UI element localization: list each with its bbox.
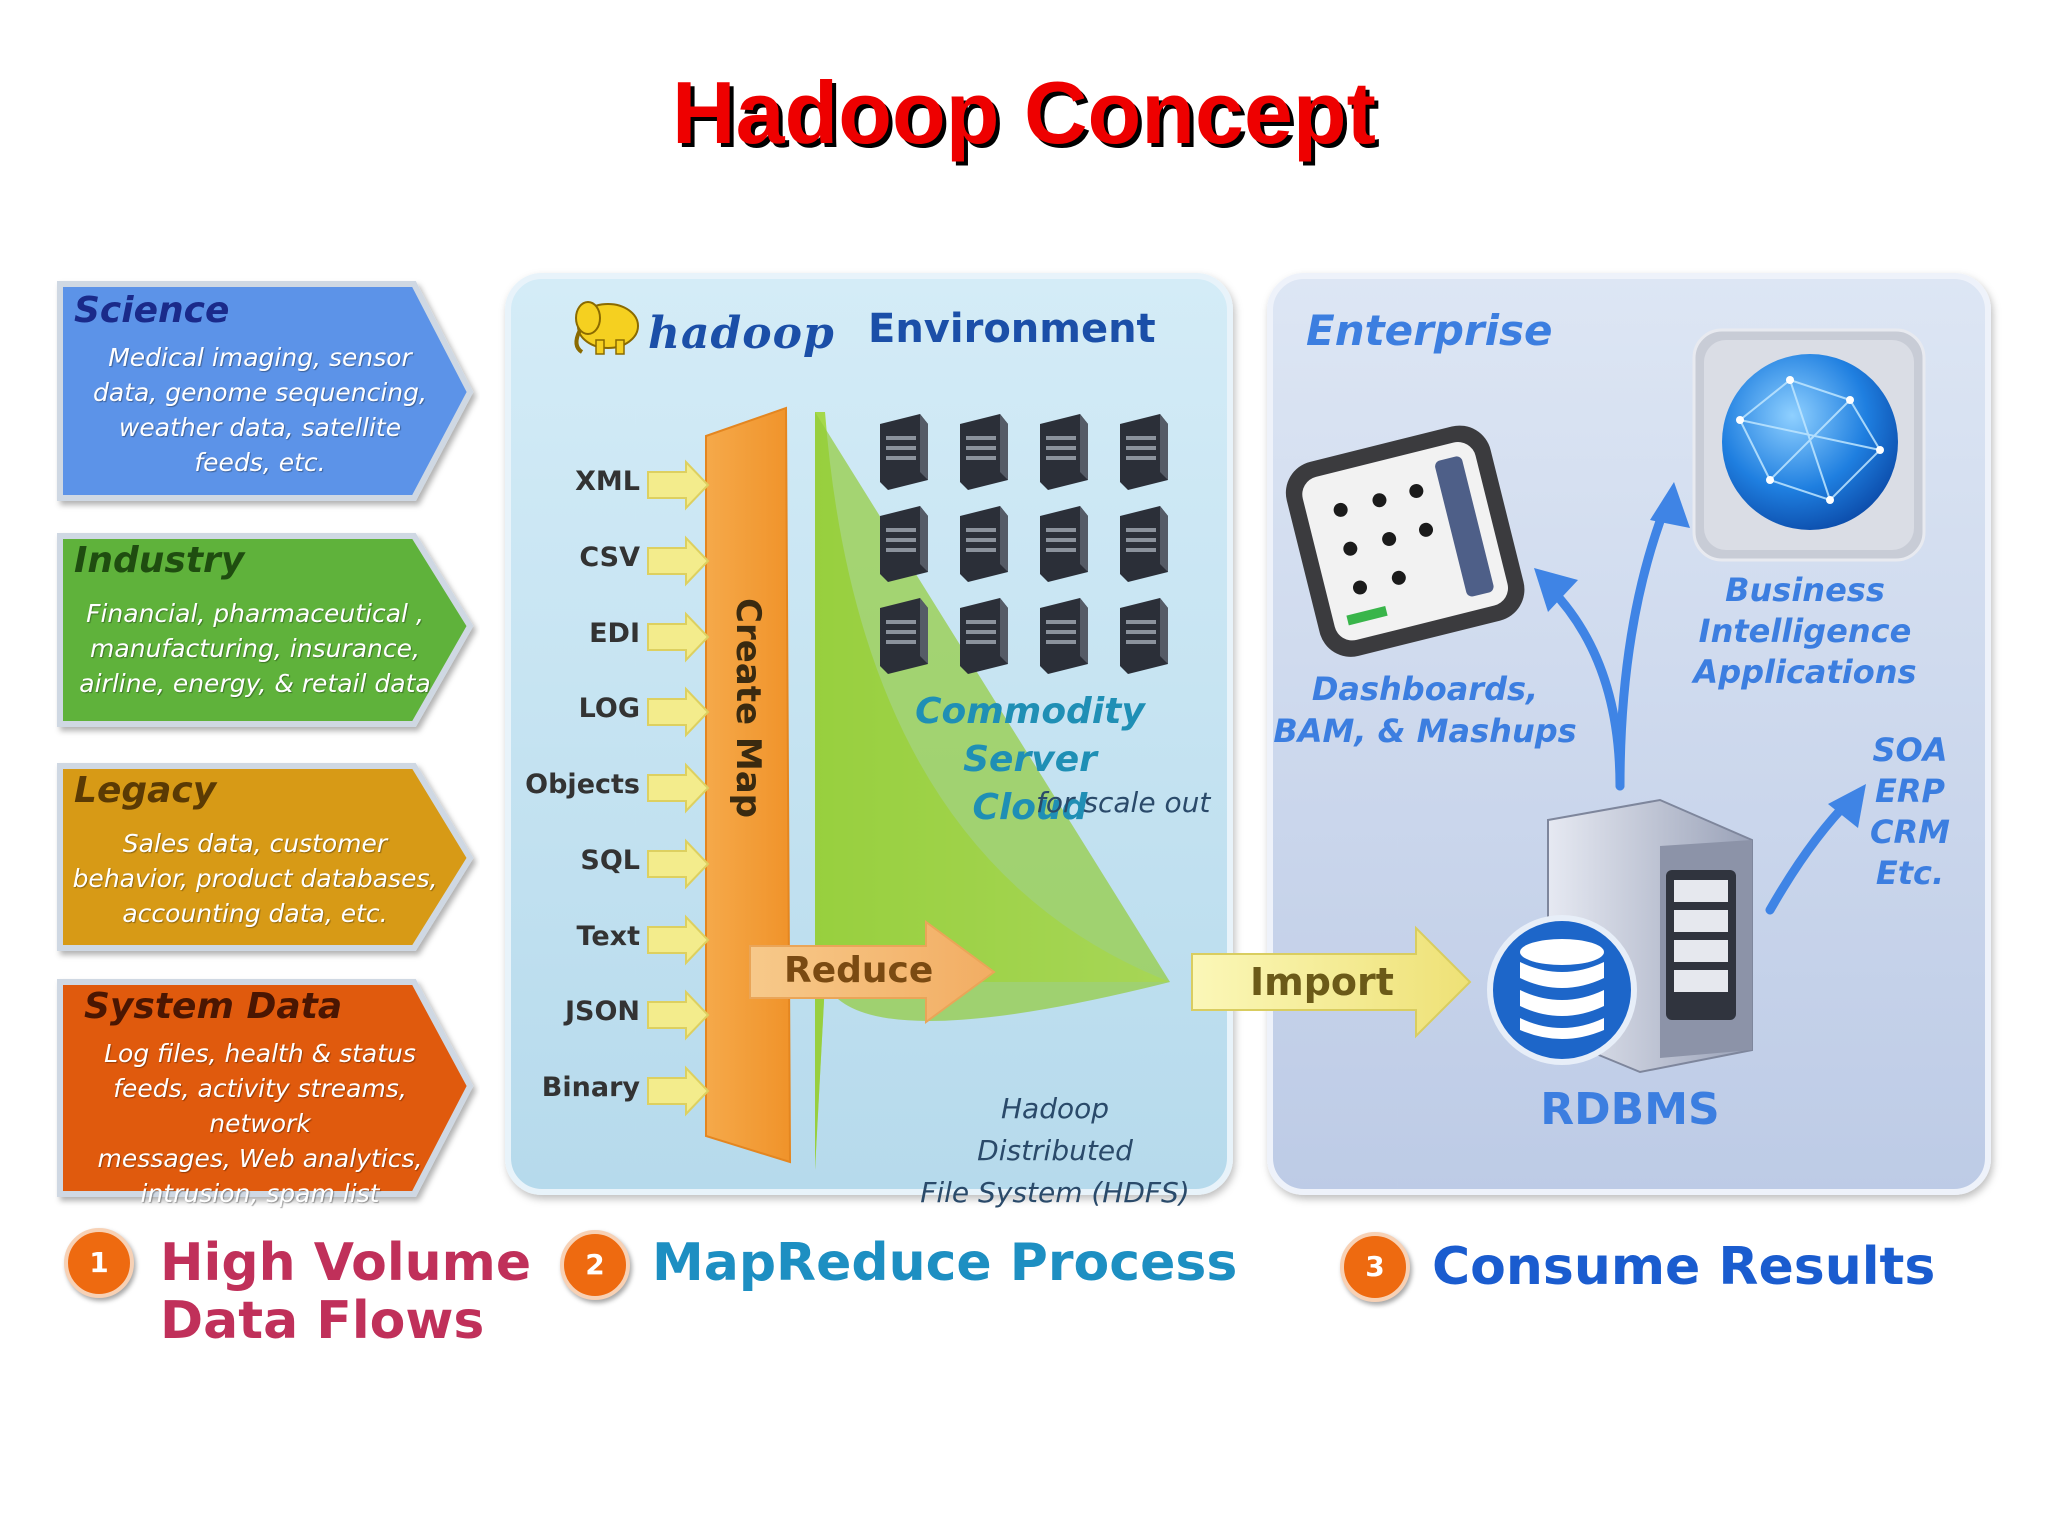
format-label-text: Text [576, 921, 640, 952]
format-label-csv: CSV [579, 542, 640, 573]
create-map-label: Create Map [728, 598, 768, 818]
format-label-sql: SQL [580, 845, 640, 876]
format-label-log: LOG [578, 693, 640, 724]
enterprise-title: Enterprise [1306, 306, 1553, 355]
step-1-badge: 1 [64, 1228, 134, 1298]
format-label-edi: EDI [589, 618, 640, 649]
format-label-binary: Binary [541, 1072, 640, 1103]
server-cluster-icons [880, 414, 1168, 674]
hadoop-elephant-icon [574, 301, 639, 355]
format-input-arrows [647, 459, 710, 1117]
step-3-label: Consume Results [1432, 1237, 1936, 1297]
import-arrow [1191, 925, 1472, 1039]
import-label: Import [1250, 960, 1394, 1004]
step-2-label: MapReduce Process [652, 1233, 1238, 1293]
science-heading: Science [74, 290, 230, 331]
format-label-objects: Objects [525, 769, 640, 800]
system-data-arrow [57, 979, 474, 1197]
reduce-arrow [749, 920, 996, 1024]
step-2-badge: 2 [560, 1230, 630, 1300]
industry-heading: Industry [74, 540, 245, 581]
step-3-badge: 3 [1340, 1232, 1410, 1302]
dashboard-icon [1285, 425, 1525, 657]
legacy-heading: Legacy [74, 770, 217, 811]
reduce-label: Reduce [784, 950, 934, 991]
business-intelligence-globe-icon [1692, 328, 1926, 562]
hadoop-logo-text: hadoop [648, 308, 835, 359]
science-arrow [57, 281, 474, 501]
industry-description: Financial, pharmaceutical ,manufacturing… [79, 599, 431, 698]
format-label-xml: XML [575, 466, 640, 497]
consume-arrowheads [1534, 482, 1866, 828]
scale-out-label: for scale out [1036, 786, 1211, 819]
page-title: Hadoop Concept [672, 63, 1376, 162]
legacy-arrow [57, 763, 474, 951]
hadoop-environment-label: Environment [868, 306, 1156, 352]
database-icon [1487, 915, 1637, 1065]
system-data-heading: System Data [84, 986, 343, 1027]
source-arrows [57, 281, 474, 1197]
rdbms-label: RDBMS [1540, 1084, 1720, 1135]
rdbms-server-icon [1547, 798, 1753, 1074]
dashboards-label: Dashboards,BAM, & Mashups [1273, 670, 1577, 750]
diagram-panels [505, 273, 1991, 1195]
industry-arrow [57, 533, 474, 727]
format-label-json: JSON [564, 996, 640, 1027]
